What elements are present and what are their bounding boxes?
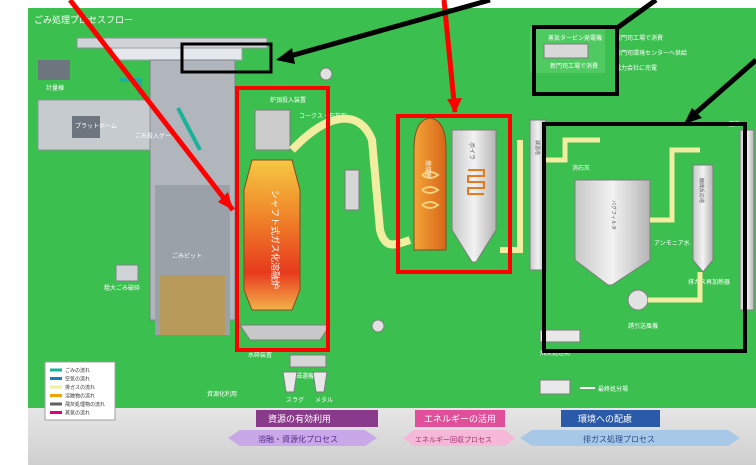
label-power-use-2: 新門司環境センターへ供給: [615, 49, 687, 57]
legend-label: 排ガスの流れ: [65, 384, 95, 391]
cyclone: [345, 170, 359, 210]
label-power-use-1: 新門司工場で消費: [615, 34, 663, 42]
label-boiler: ボイラ: [468, 142, 476, 160]
induced-fan-icon: [628, 290, 648, 310]
label-bulky-crusher: 粗大ごみ破砕: [104, 284, 140, 292]
label-induced-fan: 誘引送風機: [628, 322, 658, 330]
label-reactant: 消石灰: [572, 164, 590, 172]
air-blower-icon: [372, 320, 384, 332]
label-slag: スラグ: [286, 396, 304, 404]
label-platform: プラットホーム: [75, 123, 117, 130]
label-bag-filter: バグフィルタ: [610, 200, 617, 230]
slag-conveyor: [240, 325, 330, 340]
label-slag-conveyor: 水砕装置: [248, 351, 272, 359]
label-melting-furnace: シャフト式ガス化溶融炉: [269, 190, 281, 289]
label-charging-device: 炉頂投入装置: [270, 96, 306, 104]
metal-bin: [313, 372, 327, 392]
fly-ash-truck: [540, 380, 570, 394]
label-resource-use: 資源化利用: [207, 390, 237, 398]
truck-icon: [38, 60, 70, 80]
legend-label: ごみの流れ: [65, 367, 90, 374]
label-combustion-chamber: 燃焼室: [424, 160, 432, 178]
magnet-separator: [290, 355, 326, 367]
label-landfill: 最終処分場: [598, 385, 628, 393]
label-ammonia: アンモニア水: [654, 239, 690, 247]
refuse-pit-fill: [160, 275, 225, 335]
section3-title: 環境への配慮: [578, 413, 632, 425]
legend-label: 空気の流れ: [65, 376, 90, 383]
label-exhaust-heater: 排ガス再加熱器: [688, 278, 730, 286]
legend-label: 溶融物の流れ: [65, 393, 95, 400]
furnace-top: [255, 110, 290, 150]
label-scale: 計量棟: [46, 84, 64, 92]
label-power-sale: 電力会社に売電: [615, 64, 657, 72]
section1-title: 資源の有効利用: [268, 413, 331, 425]
section3-subtitle: 排ガス処理プロセス: [583, 434, 655, 444]
top-blower-icon: [320, 68, 332, 80]
combustion-chamber: [414, 118, 446, 250]
steam-turbine: [544, 44, 588, 58]
label-metal: メタル: [315, 396, 333, 404]
label-refuse-pit: ごみピット: [172, 252, 202, 260]
crane-rail: [112, 48, 242, 60]
bulky-crusher-icon: [116, 265, 138, 281]
legend-label: 飛灰処理物の流れ: [65, 401, 105, 408]
label-magnet-separator: 磁選機: [296, 372, 314, 380]
label-cooling-tower: 減温塔: [534, 140, 541, 155]
section2-title: エネルギーの活用: [424, 413, 496, 425]
section2-subtitle: エネルギー回収プロセス: [415, 436, 492, 444]
section1-subtitle: 溶融・資源化プロセス: [258, 434, 338, 444]
slag-bin: [283, 372, 297, 392]
label-steam-turbine: 蒸気タービン発電機: [548, 34, 602, 42]
label-catalyst-reactor: 触媒反応塔: [698, 178, 705, 203]
legend-label: 蒸気の流れ: [65, 410, 90, 417]
label-power-use-3: 新門司工場で消費: [550, 62, 598, 70]
